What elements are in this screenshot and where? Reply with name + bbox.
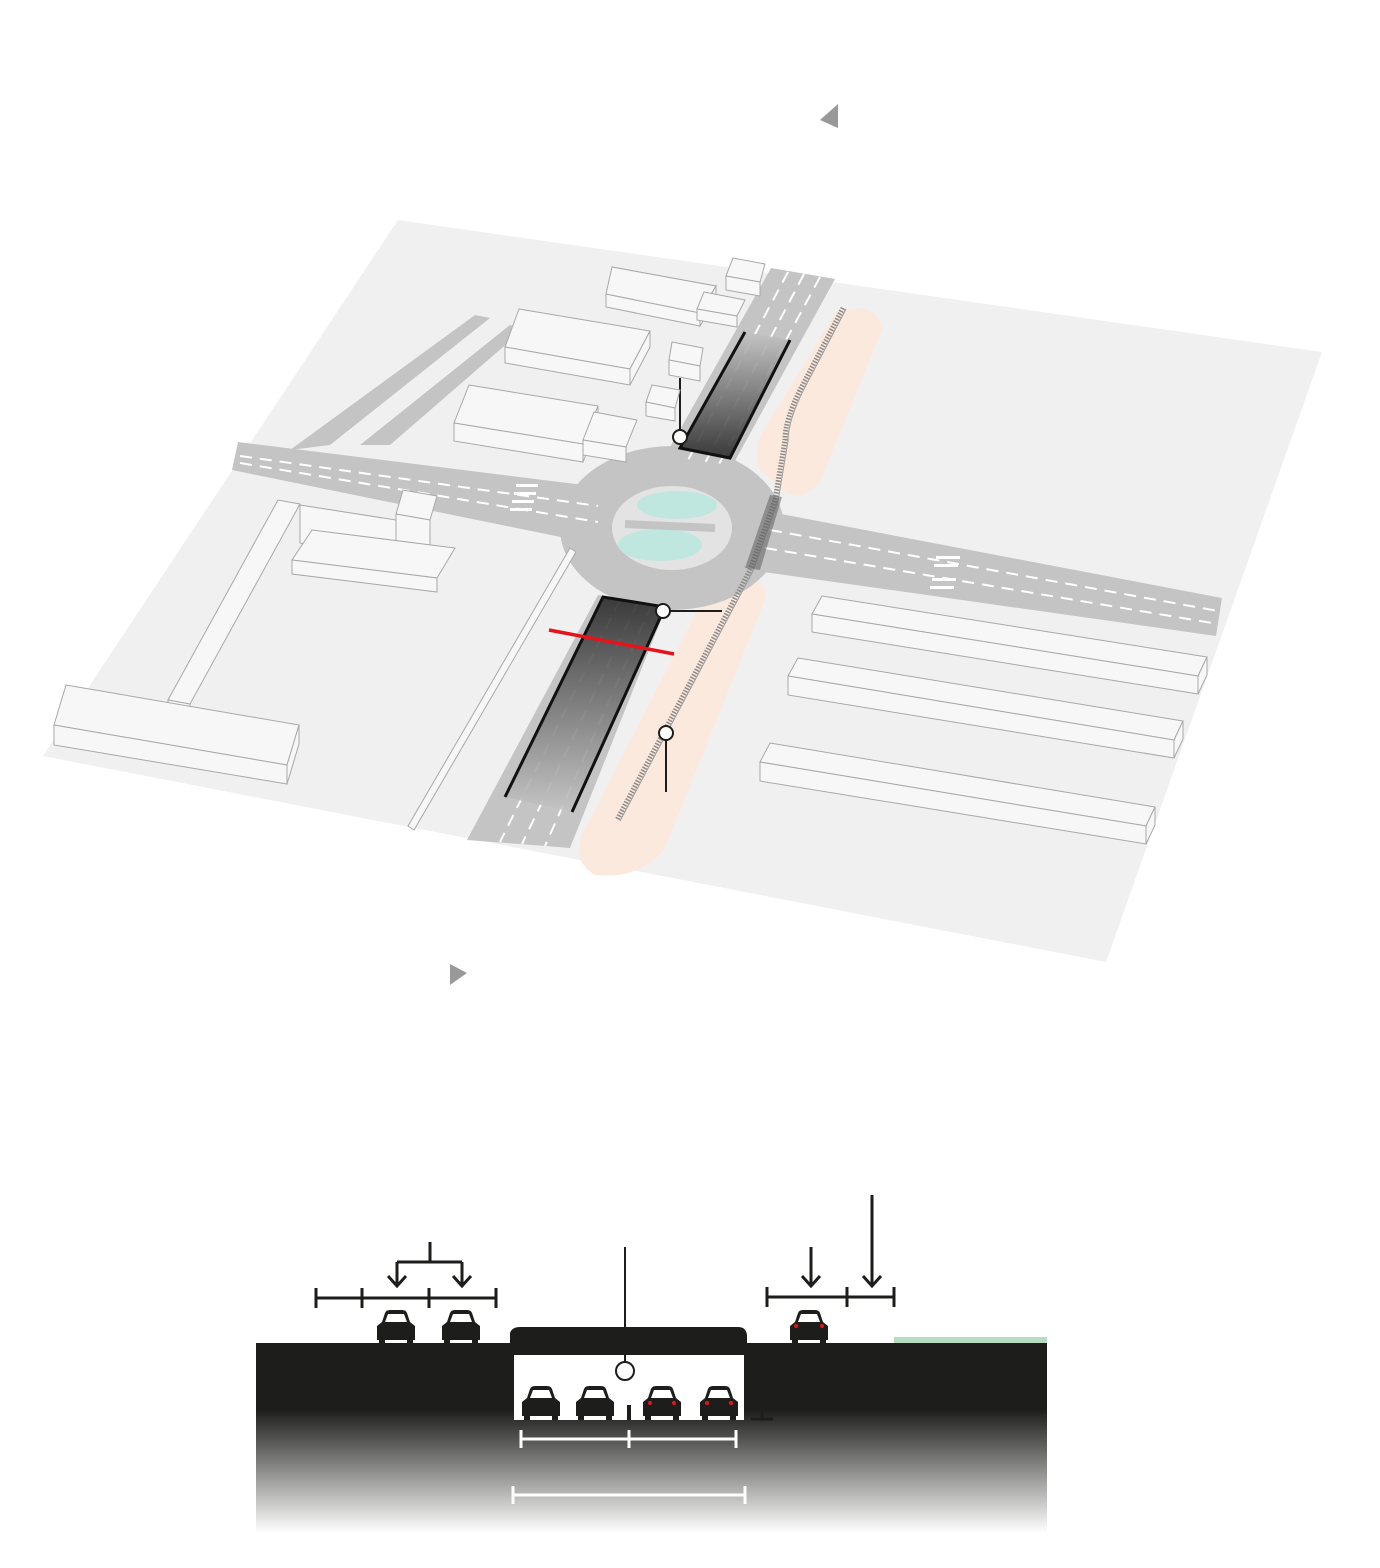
surface-cars (377, 1310, 828, 1344)
railway-bridge (745, 495, 782, 570)
callout-tunnel-section (615, 1247, 635, 1381)
tunnel-outline-south (503, 595, 668, 813)
railway-rail-outline (619, 308, 847, 822)
roundabout-divider (624, 520, 716, 532)
car-icon (700, 1386, 738, 1420)
car-icon (790, 1310, 828, 1344)
arrow-down-icon (861, 1195, 883, 1289)
tunnel-roof (510, 1327, 747, 1345)
tunnel-approach-south (505, 597, 665, 812)
cross-section (256, 1195, 1047, 1533)
arrow-down-icon (800, 1247, 822, 1289)
tunnel-divider (627, 1405, 631, 1420)
dimension-right-surface (765, 1287, 896, 1307)
dimension-tunnel-height (751, 1355, 773, 1421)
plan-view (43, 104, 1322, 985)
ramp-north-west-inner (360, 325, 525, 445)
building-small-2 (645, 384, 681, 422)
dimension-left-surface (314, 1242, 498, 1308)
car-icon (442, 1310, 480, 1344)
tunnel-outline-north (677, 331, 792, 460)
building-sw (53, 684, 300, 785)
green-zone-south (618, 529, 702, 561)
tunnel-cars (522, 1386, 738, 1420)
car-icon (377, 1310, 415, 1344)
building-nw-3b (582, 411, 638, 463)
ramp-north-west (290, 315, 490, 450)
building-nw-2 (504, 308, 651, 386)
building-e-1 (811, 595, 1208, 695)
arrow-down-icon (386, 1262, 408, 1289)
grass-strip (894, 1337, 1047, 1343)
car-icon (643, 1386, 681, 1420)
building-wall (407, 547, 577, 831)
building-e-2 (787, 657, 1184, 759)
building-small-3 (696, 291, 746, 328)
callout-railway (658, 725, 674, 792)
arrow-down-icon (451, 1262, 473, 1289)
section-cut-line (548, 628, 675, 656)
railway-corridor-north (756, 308, 882, 496)
north-marker-icon (820, 104, 838, 128)
building-small-4 (725, 257, 766, 297)
crosswalks (510, 484, 960, 589)
green-zone-north (637, 491, 717, 519)
callout-tunnel-north (672, 378, 688, 445)
building-small-1 (668, 341, 704, 382)
south-marker-icon (450, 964, 467, 985)
callout-tunnel-south (655, 603, 722, 619)
building-w-block (291, 504, 456, 593)
dimension-tunnel-lanes (519, 1430, 738, 1448)
building-e-3 (759, 742, 1156, 845)
buildings (53, 257, 1208, 845)
tunnel-approach-north (680, 332, 790, 458)
dimension-tunnel-total (511, 1486, 747, 1504)
